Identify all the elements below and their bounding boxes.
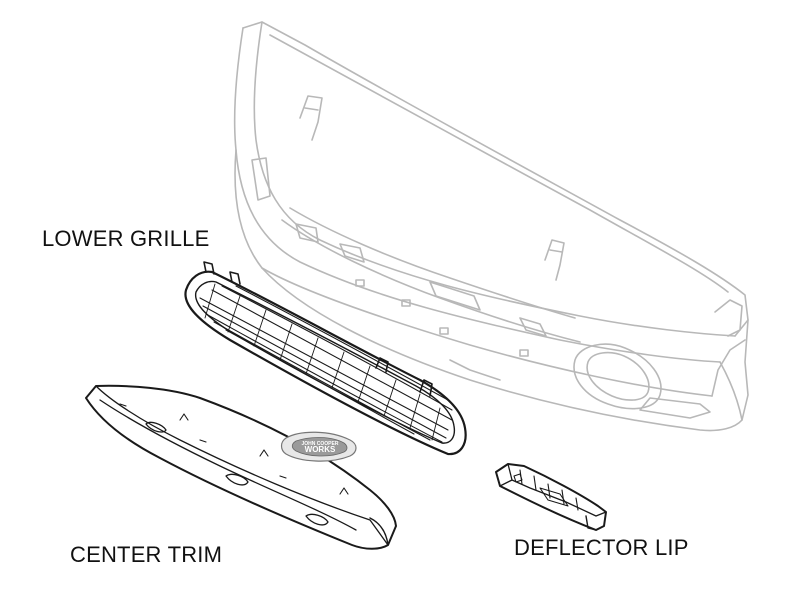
lower-grille: [184, 261, 467, 456]
jcw-badge: JOHN COOPER WORKS: [280, 431, 357, 462]
deflector-lip: [495, 463, 607, 531]
label-center-trim: CENTER TRIM: [70, 542, 223, 567]
label-deflector-lip: DEFLECTOR LIP: [514, 535, 689, 560]
front-bumper: [233, 21, 749, 432]
badge-main-text: WORKS: [305, 445, 336, 454]
badge-top-text: JOHN COOPER: [302, 441, 339, 447]
label-lower-grille: LOWER GRILLE: [42, 226, 210, 251]
center-trim: [85, 384, 397, 550]
